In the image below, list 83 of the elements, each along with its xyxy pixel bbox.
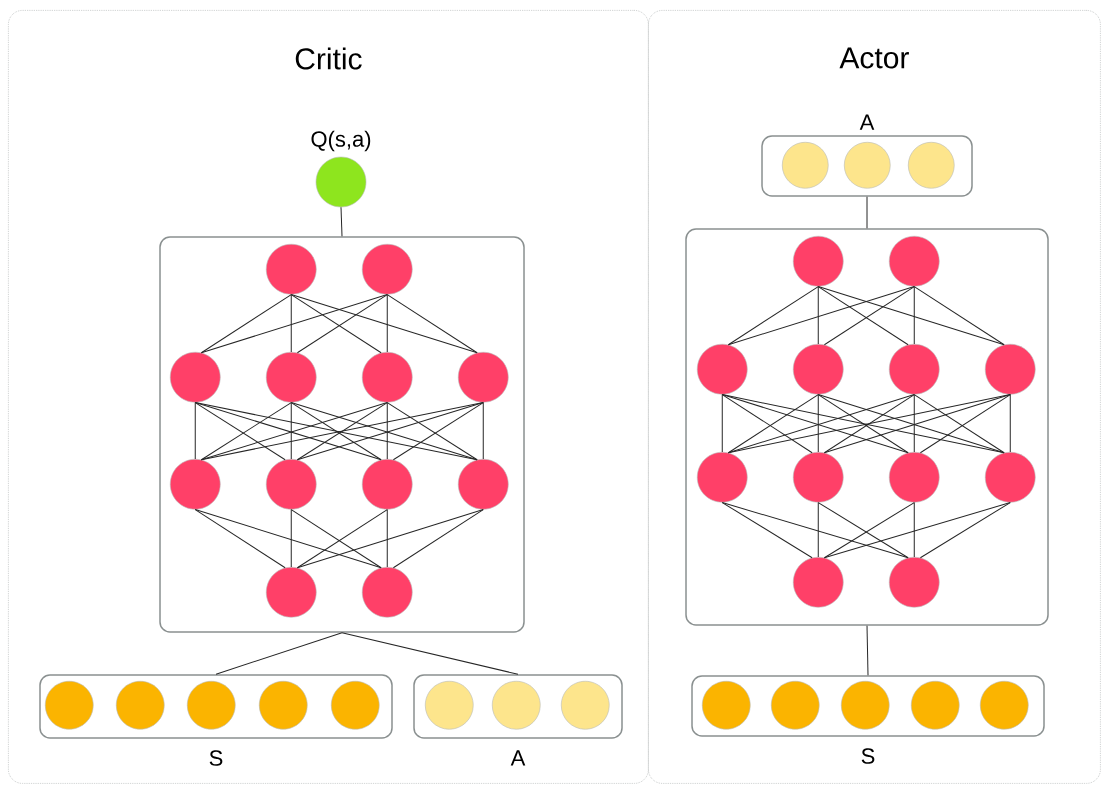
node-label: A [510, 750, 526, 766]
connection-line [913, 286, 1005, 346]
neuron-circle [781, 141, 829, 189]
connection-line [866, 196, 868, 229]
connection-line [721, 394, 723, 453]
connection-line [817, 286, 1005, 346]
connection-line [386, 402, 388, 460]
connection-line [290, 294, 478, 354]
neuron-circle [792, 343, 844, 395]
neuron-circle [361, 566, 413, 618]
neuron-circle [44, 680, 94, 730]
connection-line [392, 509, 484, 569]
neuron-circle [330, 680, 380, 730]
connection-line [290, 402, 292, 460]
neuron-circle [910, 680, 960, 730]
output-neuron: Q(s,a) [311, 130, 371, 208]
connection-line [919, 502, 1011, 559]
neuron-circle [265, 243, 317, 295]
connection-line [482, 402, 484, 460]
neuron-circle [701, 680, 751, 730]
neuron-circle [361, 458, 413, 510]
neuron-circle [888, 235, 940, 287]
connection-line [817, 502, 819, 558]
connection-line [727, 286, 819, 346]
connection-line [386, 294, 478, 354]
connection-line [913, 394, 915, 453]
connection-line [913, 502, 915, 558]
connection-line [721, 502, 909, 559]
connection-line [721, 502, 813, 559]
neuron-circle [169, 458, 221, 510]
neuron-circle [265, 351, 317, 403]
neuron-circle [792, 451, 844, 503]
neuron-circle [984, 451, 1036, 503]
neuron-circle [361, 351, 413, 403]
connection-line [290, 294, 292, 353]
neuron-circle [457, 351, 509, 403]
neuron-circle [984, 343, 1036, 395]
neuron-circle [491, 680, 541, 730]
connection-line [194, 402, 196, 460]
neuron-circle [979, 680, 1029, 730]
connection-line [866, 625, 869, 676]
connection-line [194, 509, 382, 569]
connection-line [341, 632, 519, 675]
neuron-circle [424, 680, 474, 730]
connection-line [200, 294, 292, 354]
connection-line [215, 632, 343, 675]
connection-line [386, 294, 388, 353]
neuron-circle [265, 566, 317, 618]
neuron-circle [907, 141, 955, 189]
neuron-circle [770, 680, 820, 730]
neuron-circle [792, 556, 844, 608]
connection-line [296, 509, 484, 569]
neuron-circle [265, 458, 317, 510]
neuron-circle [186, 680, 236, 730]
connection-line [386, 509, 388, 568]
connection-line [823, 502, 1011, 559]
node-label: A [859, 114, 875, 130]
neuron-circle [696, 451, 748, 503]
connection-line [727, 286, 915, 346]
connection-line [200, 294, 388, 354]
connection-line [1009, 394, 1011, 453]
neuron-circle [169, 351, 221, 403]
neuron-circle [696, 343, 748, 395]
neuron-circle [361, 243, 413, 295]
connection-line [913, 286, 915, 345]
neuron-circle [888, 451, 940, 503]
node-label: Q(s,a) [311, 130, 371, 152]
connection-line [290, 509, 292, 568]
node-label: S [861, 748, 875, 764]
neuron-circle [560, 680, 610, 730]
connection-line [817, 286, 819, 345]
neuron-circle [888, 343, 940, 395]
connection-line [194, 509, 286, 569]
neuron-circle [258, 680, 308, 730]
node-label: S [209, 750, 223, 766]
neuron-circle [840, 680, 890, 730]
neuron-circle [843, 141, 891, 189]
neuron-circle [115, 680, 165, 730]
neuron-circle [888, 556, 940, 608]
neuron-circle [457, 458, 509, 510]
connection-line [817, 394, 819, 453]
connection-line [340, 206, 343, 237]
neuron-circle [792, 235, 844, 287]
